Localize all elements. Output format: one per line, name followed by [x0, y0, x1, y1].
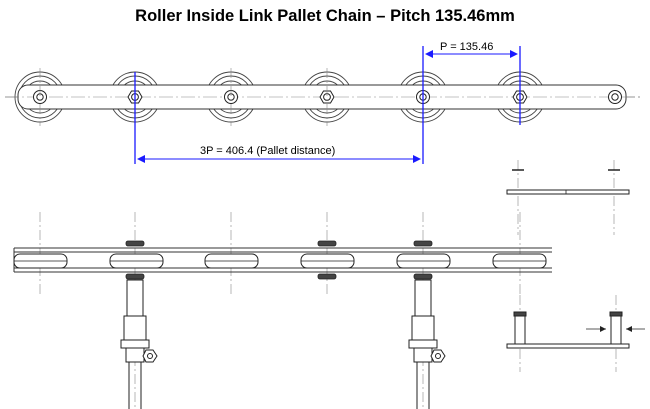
- side-pin-bottoms: [125, 273, 433, 280]
- page-title: Roller Inside Link Pallet Chain – Pitch …: [135, 7, 515, 25]
- pin-7: [608, 90, 622, 104]
- end-view-bottom: [506, 295, 645, 372]
- dimension-extension-lines: [134, 46, 521, 164]
- side-link-plates: [13, 247, 552, 273]
- side-centerlines: [39, 212, 521, 409]
- pallet-distance-label: 3P = 406.4 (Pallet distance): [200, 145, 335, 157]
- top-view: P = 135.46 3P = 406.4 (Pallet distance): [5, 41, 640, 164]
- pallet-dimension: 3P = 406.4 (Pallet distance): [137, 145, 421, 163]
- support-shaft-right: [408, 279, 446, 409]
- side-pin-heads: [125, 240, 433, 247]
- side-view: [13, 212, 552, 409]
- pitch-label: P = 135.46: [440, 41, 493, 53]
- side-rollers: [13, 253, 547, 269]
- pitch-dimension: P = 135.46: [425, 41, 518, 58]
- end-view-base-plate: [506, 343, 630, 349]
- end-view-top: [506, 160, 630, 235]
- end-view-plate: [506, 189, 630, 195]
- support-shaft-left: [120, 279, 158, 409]
- top-roller-centerlines: [39, 68, 328, 126]
